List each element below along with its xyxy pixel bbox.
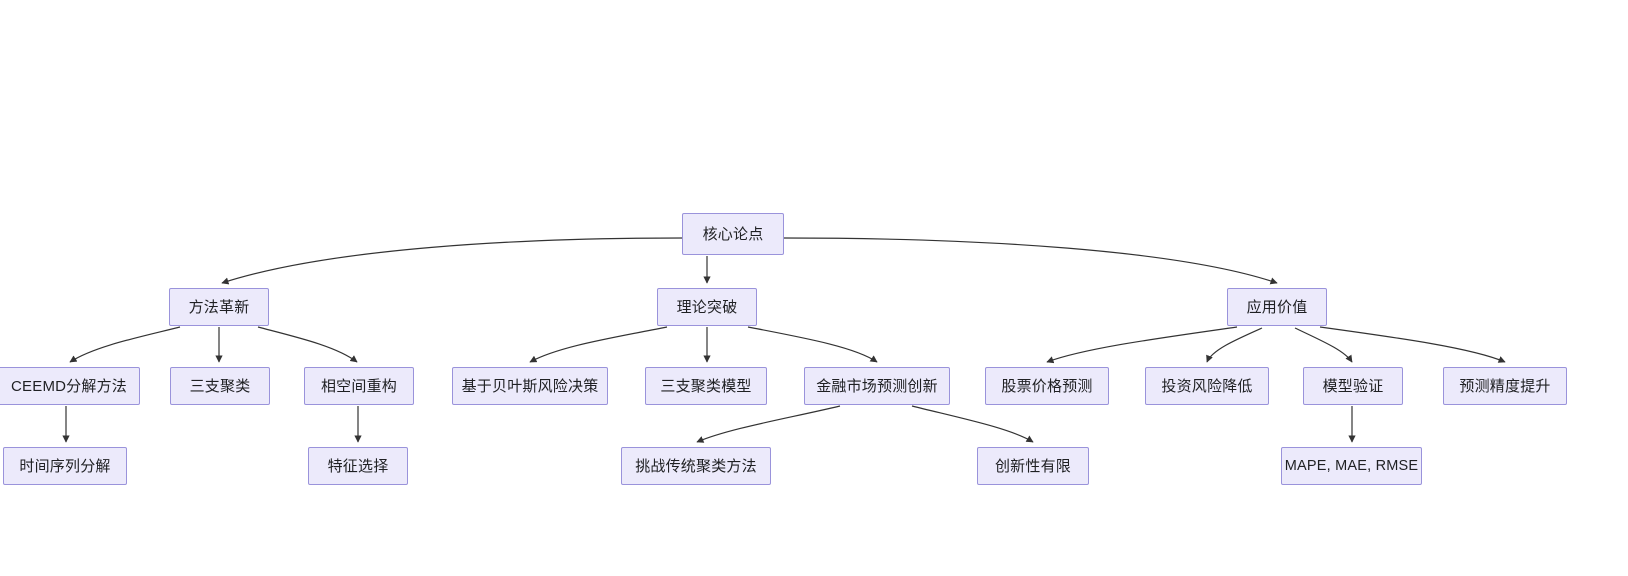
edge-b2-to-c6	[747, 326, 878, 363]
edge-b1-to-c1	[69, 326, 181, 363]
node-d4[interactable]: 创新性有限	[977, 447, 1089, 485]
node-label: 应用价值	[1246, 298, 1308, 316]
node-label: 金融市场预测创新	[816, 377, 938, 395]
edge-b3-to-c8	[1206, 327, 1263, 363]
edge-b3-to-c9	[1294, 327, 1353, 363]
node-label: 基于贝叶斯风险决策	[461, 377, 599, 395]
node-d1[interactable]: 时间序列分解	[3, 447, 127, 485]
node-c10[interactable]: 预测精度提升	[1443, 367, 1567, 405]
node-label: 预测精度提升	[1459, 377, 1551, 395]
node-c5[interactable]: 三支聚类模型	[645, 367, 767, 405]
node-label: 理论突破	[676, 298, 738, 316]
node-b2[interactable]: 理论突破	[657, 288, 757, 326]
node-label: CEEMD分解方法	[11, 377, 127, 395]
node-label: MAPE, MAE, RMSE	[1284, 457, 1419, 474]
edge-paths	[62, 237, 1506, 443]
node-c3[interactable]: 相空间重构	[304, 367, 414, 405]
node-c4[interactable]: 基于贝叶斯风险决策	[452, 367, 608, 405]
node-label: 核心论点	[702, 225, 764, 243]
node-root[interactable]: 核心论点	[682, 213, 784, 255]
node-label: 时间序列分解	[19, 457, 111, 475]
node-c6[interactable]: 金融市场预测创新	[804, 367, 950, 405]
node-d2[interactable]: 特征选择	[308, 447, 408, 485]
node-c8[interactable]: 投资风险降低	[1145, 367, 1269, 405]
node-c1[interactable]: CEEMD分解方法	[0, 367, 140, 405]
edge-c6-to-d3	[696, 405, 841, 443]
node-label: 模型验证	[1322, 377, 1384, 395]
node-label: 投资风险降低	[1161, 377, 1253, 395]
node-b1[interactable]: 方法革新	[169, 288, 269, 326]
node-label: 方法革新	[188, 298, 250, 316]
edge-b2-to-c4	[529, 326, 668, 363]
node-label: 相空间重构	[320, 377, 397, 395]
node-label: 三支聚类模型	[660, 377, 752, 395]
edge-b1-to-c3	[257, 326, 358, 363]
node-label: 股票价格预测	[1001, 377, 1093, 395]
edge-c6-to-d4	[911, 405, 1034, 443]
node-label: 三支聚类	[189, 377, 251, 395]
node-c7[interactable]: 股票价格预测	[985, 367, 1109, 405]
edge-b3-to-c10	[1319, 326, 1506, 363]
edge-root-to-b1	[221, 237, 683, 285]
edge-b3-to-c7	[1046, 326, 1238, 364]
node-label: 创新性有限	[994, 457, 1071, 475]
node-d5[interactable]: MAPE, MAE, RMSE	[1281, 447, 1422, 485]
node-label: 特征选择	[327, 457, 389, 475]
node-d3[interactable]: 挑战传统聚类方法	[621, 447, 771, 485]
node-c9[interactable]: 模型验证	[1303, 367, 1403, 405]
node-label: 挑战传统聚类方法	[635, 457, 757, 475]
node-c2[interactable]: 三支聚类	[170, 367, 270, 405]
node-b3[interactable]: 应用价值	[1227, 288, 1327, 326]
edge-root-to-b3	[783, 237, 1278, 285]
